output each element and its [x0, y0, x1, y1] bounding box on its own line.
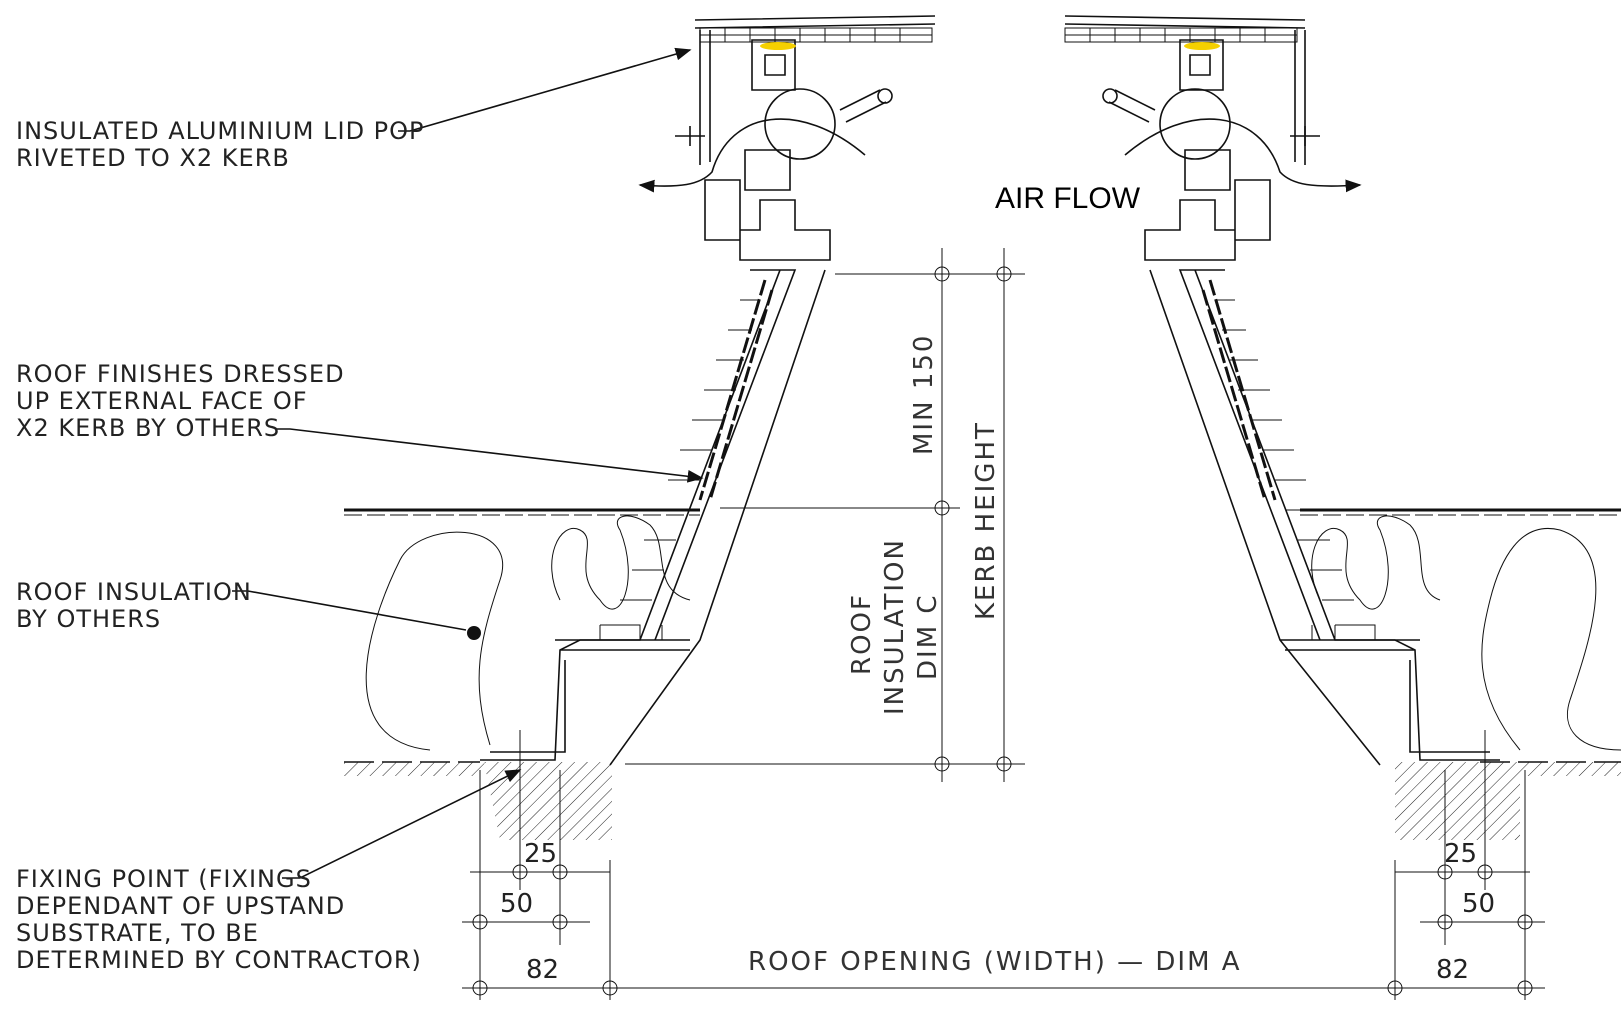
dim-roof-insulation-3: DIM C — [913, 593, 943, 680]
svg-text:FIXING POINT (FIXINGS: FIXING POINT (FIXINGS — [16, 865, 312, 893]
left-kerb-assembly — [344, 15, 936, 840]
dim-roof-insulation-1: ROOF — [847, 593, 877, 675]
callout-insulation: ROOF INSULATION BY OTHERS — [16, 578, 252, 633]
callout-lid: INSULATED ALUMINIUM LID POP RIVETED TO X… — [16, 117, 425, 172]
dimension-lines — [462, 248, 1545, 1000]
svg-text:DEPENDANT OF UPSTAND: DEPENDANT OF UPSTAND — [16, 892, 345, 920]
left-insulation-pattern — [365, 515, 691, 751]
svg-text:INSULATED ALUMINIUM LID POP: INSULATED ALUMINIUM LID POP — [16, 117, 425, 145]
right-kerb-assembly — [1064, 15, 1621, 840]
airflow-label: AIR FLOW — [995, 182, 1141, 215]
dim-left-50: 50 — [500, 889, 533, 919]
dim-right-25: 25 — [1444, 839, 1477, 869]
right-lid-profile — [1064, 15, 1306, 261]
svg-text:UP EXTERNAL FACE OF: UP EXTERNAL FACE OF — [16, 387, 308, 415]
left-kerb-upstand — [480, 269, 826, 766]
left-seal — [760, 42, 796, 50]
dim-left-25: 25 — [524, 839, 557, 869]
leader-lines — [232, 47, 704, 879]
dim-opening: ROOF OPENING (WIDTH) — DIM A — [748, 947, 1242, 977]
right-deck-hatch — [1520, 762, 1621, 776]
right-kerb-upstand — [1149, 269, 1500, 766]
svg-text:SUBSTRATE, TO BE: SUBSTRATE, TO BE — [16, 919, 259, 947]
callout-fixing: FIXING POINT (FIXINGS DEPENDANT OF UPSTA… — [16, 865, 422, 974]
right-substrate-hatch — [1395, 762, 1520, 840]
dim-min150: MIN 150 — [909, 334, 939, 455]
right-airflow-arrow — [1124, 118, 1362, 193]
svg-text:DETERMINED BY CONTRACTOR): DETERMINED BY CONTRACTOR) — [16, 946, 422, 974]
dim-right-50: 50 — [1462, 889, 1495, 919]
svg-text:BY OTHERS: BY OTHERS — [16, 605, 161, 633]
svg-text:RIVETED TO X2 KERB: RIVETED TO X2 KERB — [16, 144, 290, 172]
svg-text:X2 KERB BY OTHERS: X2 KERB BY OTHERS — [16, 414, 280, 442]
dim-kerb-height: KERB HEIGHT — [971, 421, 1001, 620]
left-substrate-hatch — [484, 762, 612, 840]
insulation-leader-dot — [467, 626, 481, 640]
svg-text:ROOF INSULATION: ROOF INSULATION — [16, 578, 252, 606]
right-vent-tube — [1159, 88, 1231, 160]
left-airflow-arrow — [638, 118, 866, 193]
dim-right-82: 82 — [1436, 955, 1469, 985]
svg-text:ROOF FINISHES DRESSED: ROOF FINISHES DRESSED — [16, 360, 345, 388]
left-vent-tube — [764, 88, 836, 160]
callout-finishes: ROOF FINISHES DRESSED UP EXTERNAL FACE O… — [16, 360, 345, 442]
right-seal — [1184, 42, 1220, 50]
right-insulation-pattern — [1311, 515, 1621, 751]
left-deck-hatch — [344, 762, 484, 776]
dim-left-82: 82 — [526, 955, 559, 985]
dim-roof-insulation-2: INSULATION — [880, 538, 910, 715]
